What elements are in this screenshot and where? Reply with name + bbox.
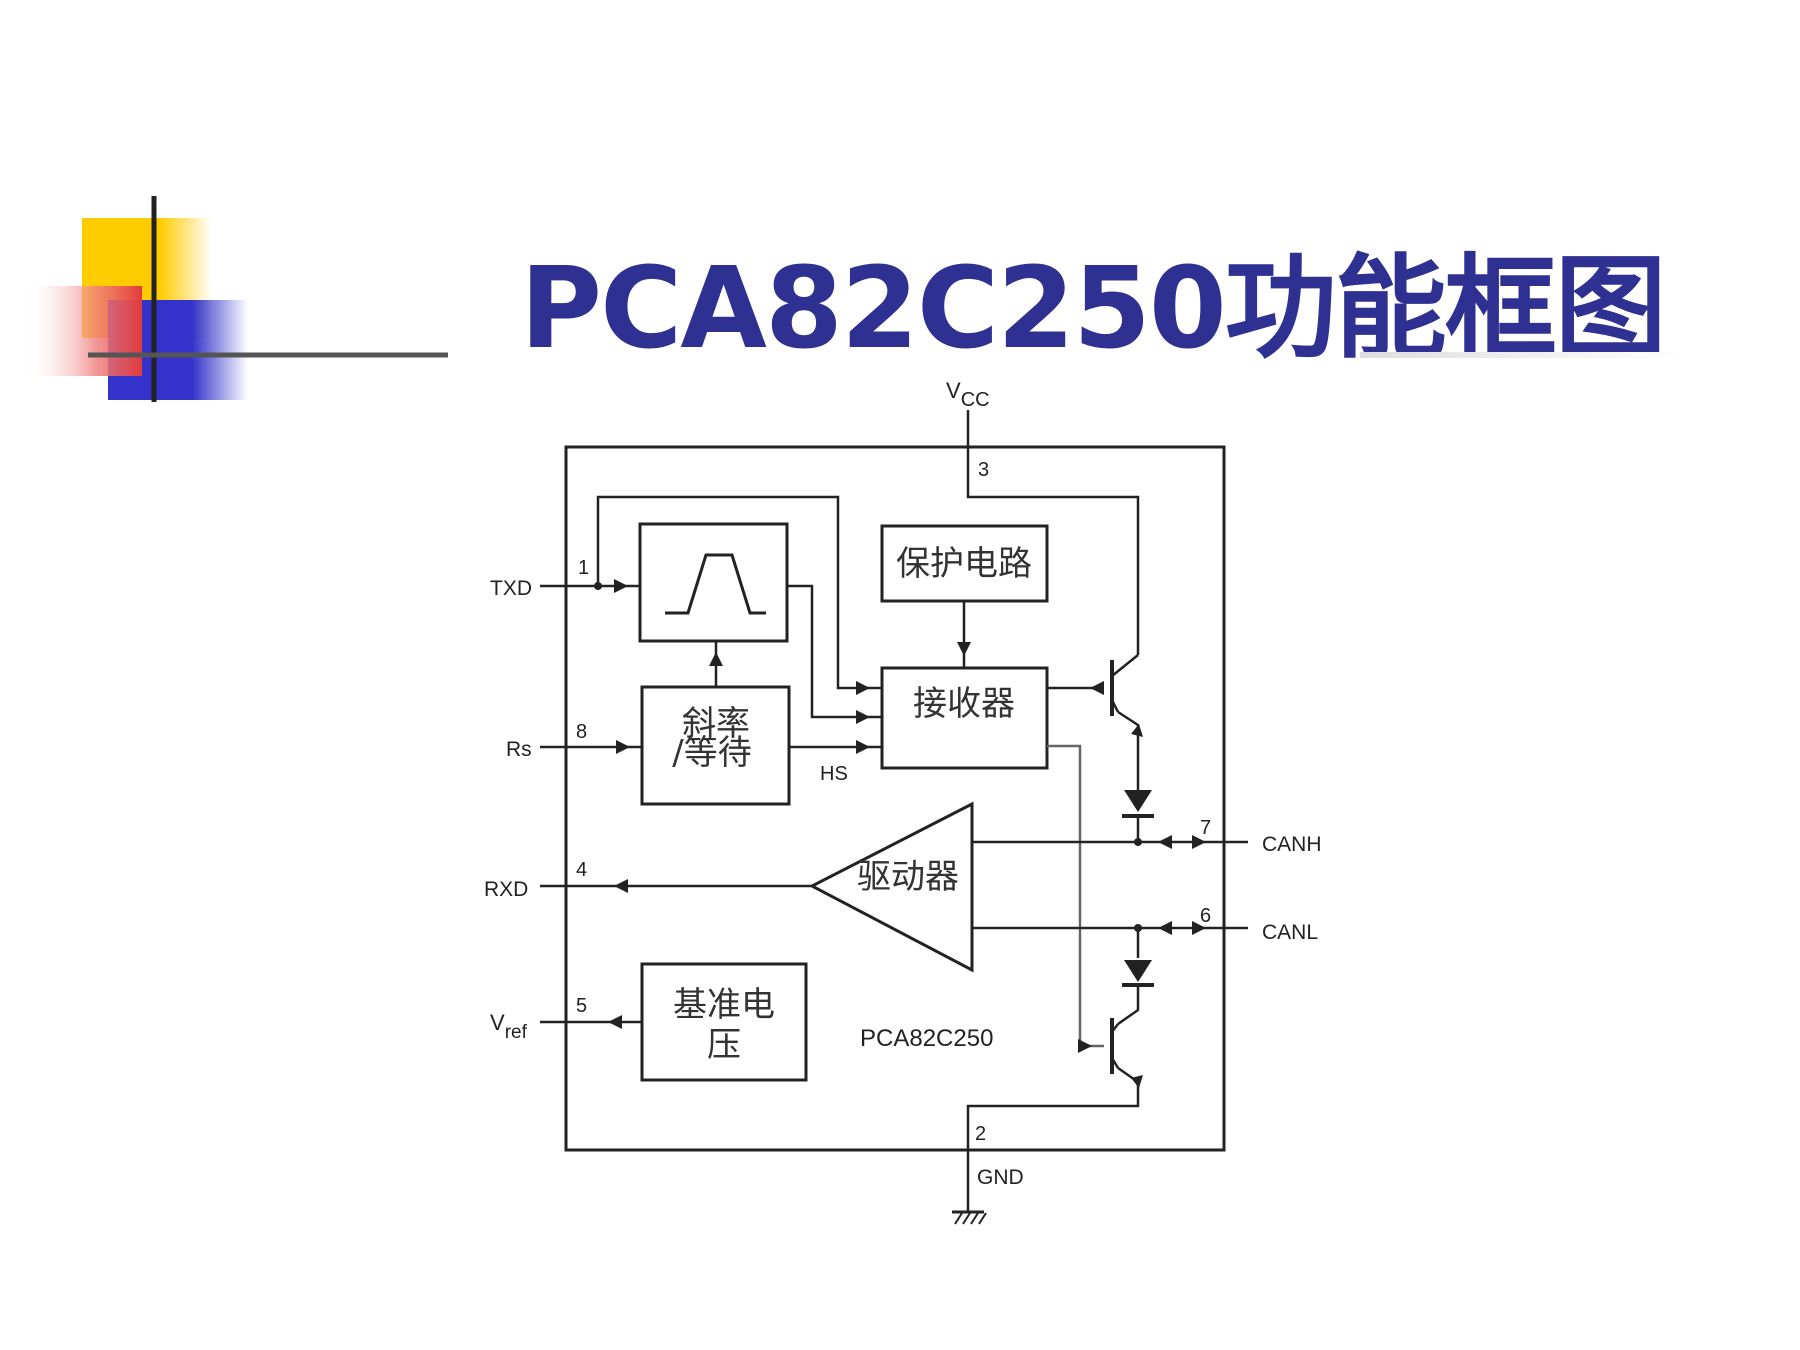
pin-3-number: 3: [978, 459, 989, 481]
slope-label-line1: 斜率: [682, 704, 750, 744]
upper-diode: [1122, 790, 1154, 818]
rs-label: Rs: [506, 738, 532, 761]
receiver-label: 接收器: [913, 684, 1015, 724]
title-underline: [1360, 352, 1680, 358]
driver-triangle: [808, 801, 974, 973]
slope-label-line2: /等待: [672, 733, 751, 773]
lower-diode: [1122, 960, 1154, 987]
lower-transistor: [1110, 1018, 1120, 1074]
chip-name-label: PCA82C250: [860, 1025, 993, 1052]
pin-8-number: 8: [576, 721, 587, 743]
ground-symbol: [952, 1210, 987, 1225]
canh-label: CANH: [1262, 833, 1322, 856]
rxd-label: RXD: [484, 878, 528, 901]
chip-outline: [564, 445, 1226, 1152]
driver-label: 驱动器: [857, 857, 959, 897]
pin-2-number: 2: [975, 1123, 986, 1145]
gnd-label: GND: [977, 1166, 1024, 1189]
wiring: [540, 410, 1248, 1212]
reference-label-line2: 压: [707, 1025, 741, 1065]
junction-dots: [594, 582, 1142, 932]
vcc-label: VCC: [946, 378, 990, 411]
txd-label: TXD: [490, 577, 532, 600]
arrowheads: [608, 579, 1206, 1088]
pin-5-number: 5: [576, 995, 587, 1017]
pin-4-number: 4: [576, 859, 587, 881]
canl-label: CANL: [1262, 921, 1318, 944]
hs-label: HS: [820, 763, 848, 785]
slide-decoration: [24, 196, 448, 402]
vref-label: Vref: [490, 1010, 528, 1043]
pin-6-number: 6: [1200, 905, 1211, 927]
pin-7-number: 7: [1200, 817, 1211, 839]
reference-label-line1: 基准电: [673, 985, 775, 1025]
deco-red-square: [24, 286, 142, 376]
pin-1-number: 1: [578, 557, 589, 579]
upper-transistor: [1110, 654, 1139, 716]
trapezoid-waveform-icon: [665, 553, 766, 615]
protection-label: 保护电路: [896, 544, 1032, 584]
slope-shaper-block: [638, 522, 789, 643]
